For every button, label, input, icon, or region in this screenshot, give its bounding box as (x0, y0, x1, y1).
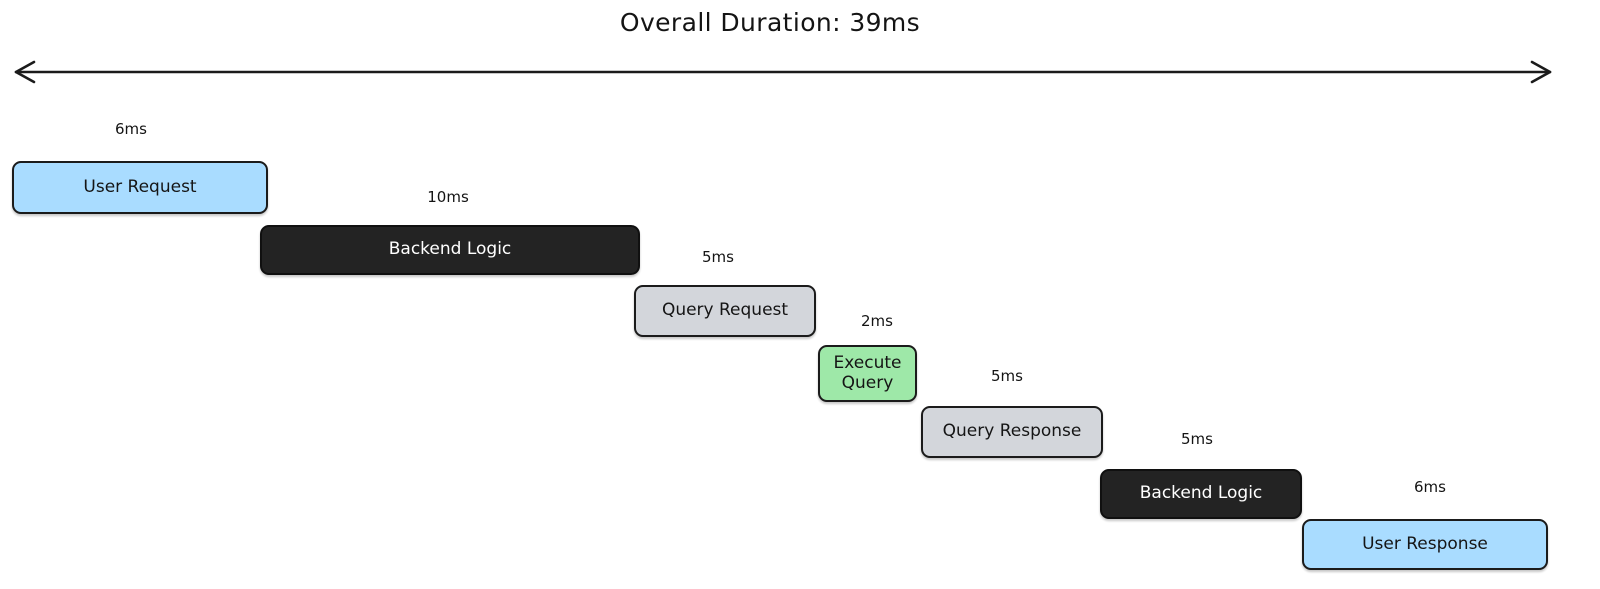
task-bar-backend-logic-2[interactable]: Backend Logic (1100, 469, 1302, 519)
duration-label-user-request: 6ms (115, 120, 147, 138)
task-bar-query-response[interactable]: Query Response (921, 406, 1103, 458)
duration-axis (12, 58, 1554, 86)
task-bar-query-request[interactable]: Query Request (634, 285, 816, 337)
task-bar-label: Query Request (661, 300, 789, 321)
task-bar-label: User Response (1362, 533, 1488, 554)
page-title: Overall Duration: 39ms (619, 8, 921, 37)
duration-label-backend-logic-2: 5ms (1181, 430, 1213, 448)
duration-label-query-response: 5ms (991, 367, 1023, 385)
duration-label-query-request: 5ms (702, 248, 734, 266)
task-bar-label: User Request (83, 176, 197, 197)
duration-label-user-response: 6ms (1414, 478, 1446, 496)
task-bar-user-response[interactable]: User Response (1302, 519, 1548, 570)
duration-label-execute-query: 2ms (861, 312, 893, 330)
task-bar-user-request[interactable]: User Request (12, 161, 268, 214)
task-bar-label: Query Response (942, 421, 1082, 442)
task-bar-label: Backend Logic (1139, 483, 1263, 504)
task-bar-backend-logic-1[interactable]: Backend Logic (260, 225, 640, 275)
duration-label-backend-logic-1: 10ms (427, 188, 469, 206)
arrow-left-head (14, 60, 36, 84)
task-bar-label: Backend Logic (388, 239, 512, 260)
arrow-right-head (1530, 60, 1552, 84)
